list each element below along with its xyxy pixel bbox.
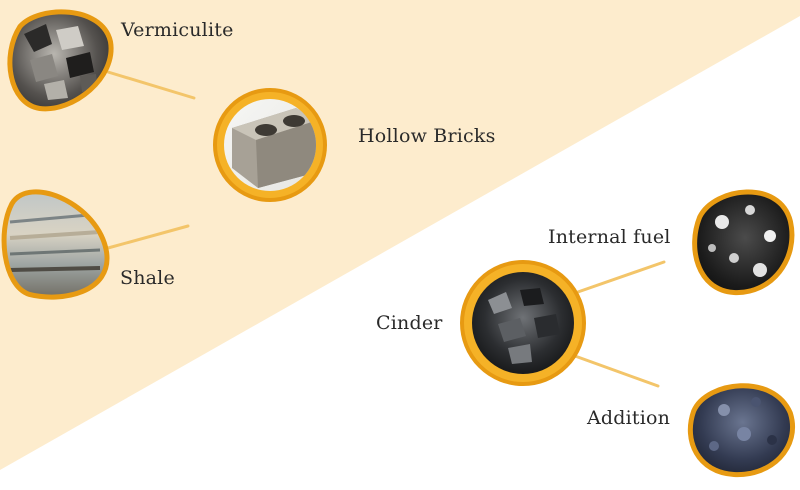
label-addition: Addition xyxy=(587,407,671,429)
addition-image xyxy=(692,388,791,473)
label-internal-fuel: Internal fuel xyxy=(548,226,671,248)
node-vermiculite xyxy=(7,9,114,112)
node-cinder xyxy=(460,260,586,386)
vermiculite-image xyxy=(12,14,109,107)
node-addition xyxy=(687,383,795,478)
internal-fuel-image xyxy=(697,194,790,291)
connector-shale xyxy=(106,224,190,250)
label-hollow-bricks: Hollow Bricks xyxy=(358,125,496,147)
cinder-image xyxy=(472,272,574,374)
node-hollow-bricks xyxy=(213,88,327,202)
connector-vermiculite xyxy=(106,70,196,100)
node-internal-fuel xyxy=(692,189,795,296)
label-vermiculite: Vermiculite xyxy=(121,19,234,41)
node-shale xyxy=(1,189,110,300)
connector-internal-fuel xyxy=(573,260,666,295)
hollow-bricks-image xyxy=(224,99,316,191)
connector-addition xyxy=(573,354,660,388)
connector-lines xyxy=(106,70,666,388)
background-band xyxy=(0,0,800,470)
label-cinder: Cinder xyxy=(376,312,443,334)
label-shale: Shale xyxy=(120,267,175,289)
